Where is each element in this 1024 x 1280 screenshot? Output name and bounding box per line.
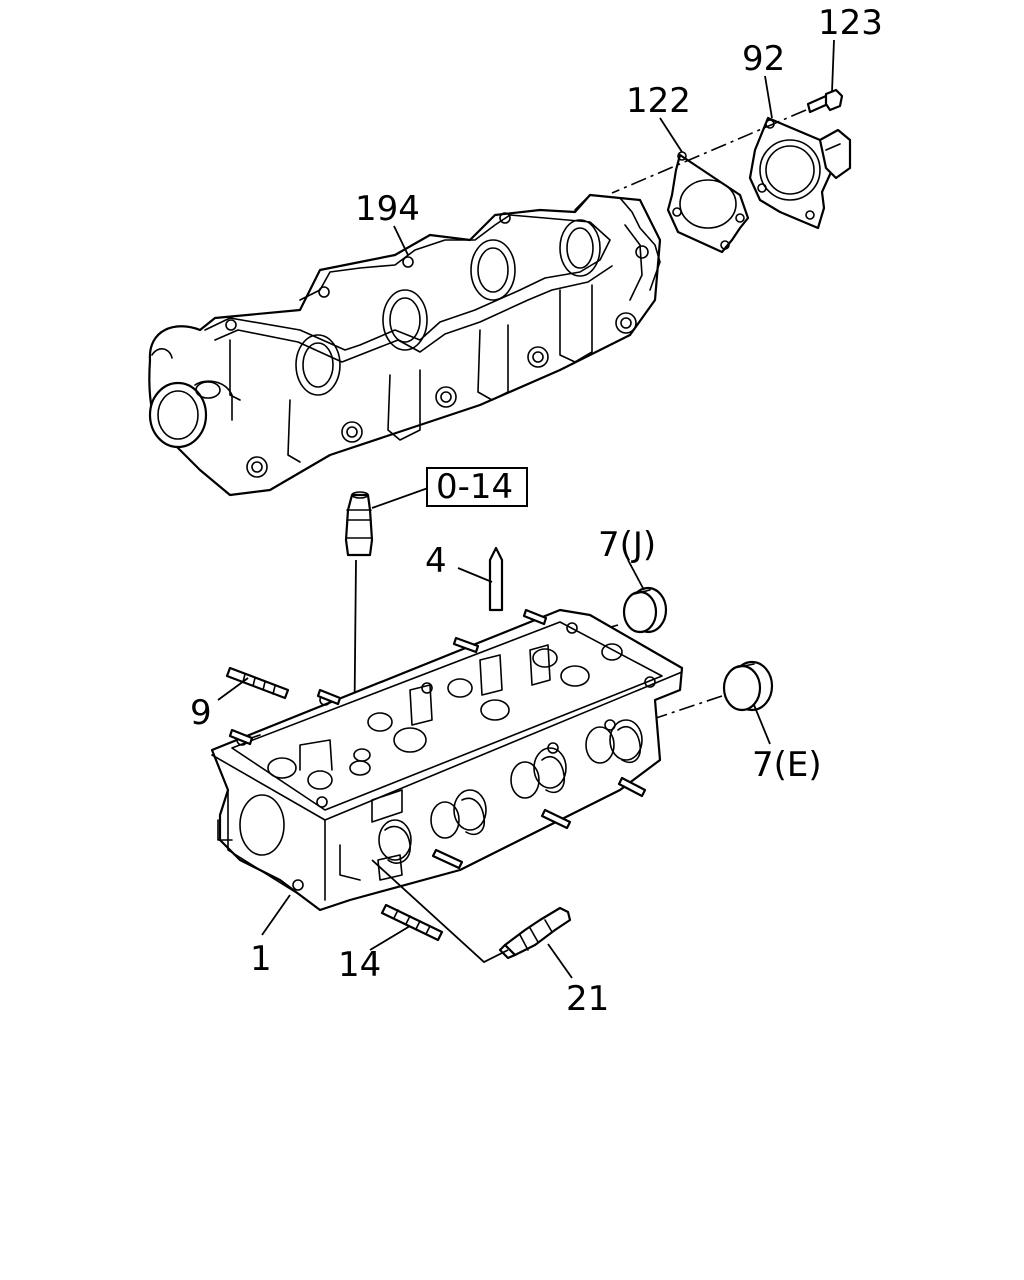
extra-studs <box>228 608 647 870</box>
label-194: 194 <box>355 189 420 229</box>
label-4: 4 <box>425 541 447 581</box>
label-21: 21 <box>566 979 609 1019</box>
part-labels: 123 92 122 194 0-14 4 7(J) 9 7(E) 1 14 2… <box>190 3 883 1019</box>
throttle-body-part-92 <box>748 116 852 230</box>
label-7j: 7(J) <box>598 525 656 565</box>
label-123: 123 <box>818 3 883 43</box>
reference-box-0-14 <box>426 467 528 507</box>
label-9: 9 <box>190 693 212 733</box>
label-7e: 7(E) <box>752 745 822 785</box>
label-0-14: 0-14 <box>436 467 513 507</box>
stud-part-14 <box>380 903 444 942</box>
spark-plug-part-21 <box>498 906 572 960</box>
cylinder-head-part-1 <box>210 608 684 912</box>
assembly-line-throttle <box>611 109 807 194</box>
label-92: 92 <box>742 39 785 79</box>
label-122: 122 <box>626 81 691 121</box>
label-1: 1 <box>250 939 272 979</box>
leader-lines <box>217 39 835 979</box>
plug-part-7j <box>622 586 668 634</box>
label-14: 14 <box>338 945 381 985</box>
intake-manifold <box>148 193 662 497</box>
assembly-line-plug-e <box>655 695 723 719</box>
gasket-part-122 <box>666 151 750 254</box>
dowel-pin-part-4 <box>488 546 504 612</box>
spark-plug-install-line <box>371 859 509 964</box>
bolt-part-123 <box>806 88 844 114</box>
plug-part-7e <box>722 660 774 712</box>
stud-part-9 <box>225 666 290 700</box>
lifter-part-0-14 <box>344 491 374 557</box>
